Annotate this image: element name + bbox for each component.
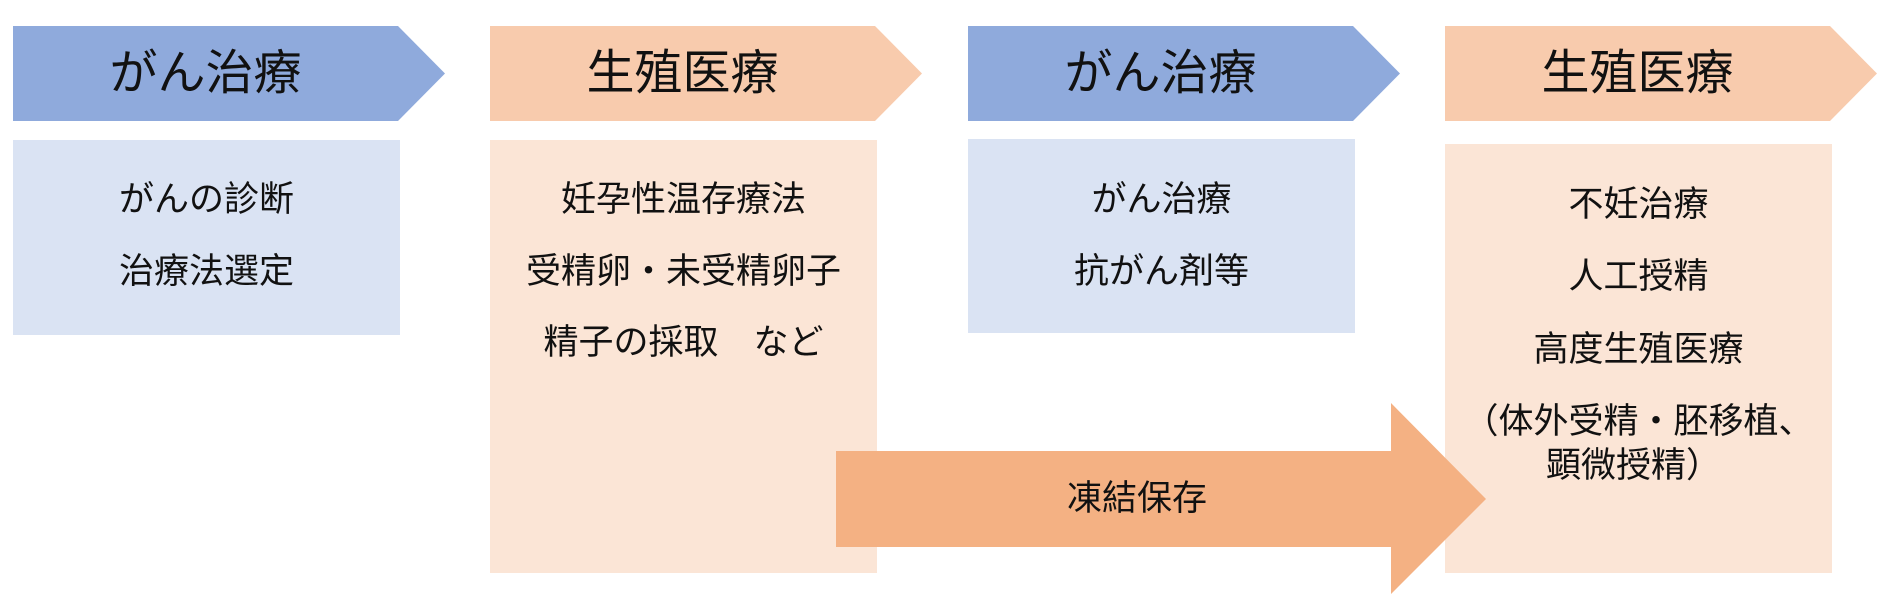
stage-3-box: がん治療 抗がん剤等	[968, 139, 1355, 333]
stage-2-item: 妊孕性温存療法	[560, 180, 806, 220]
stage-4-item: 顕微授精）	[1545, 446, 1721, 486]
stage-2-header-label: 生殖医療	[586, 45, 779, 101]
stage-1-item: 治療法選定	[118, 252, 294, 292]
stage-1-box: がんの診断 治療法選定	[13, 140, 400, 335]
stage-1-item: がんの診断	[118, 180, 294, 220]
chevron-shape	[968, 26, 1400, 121]
stage-3-header-label: がん治療	[1064, 45, 1257, 101]
stage-2-header-chevron: 生殖医療	[490, 26, 922, 121]
stage-1-header-chevron: がん治療	[13, 26, 445, 121]
stage-4-box: 不妊治療 人工授精 高度生殖医療 （体外受精・胚移植、 顕微授精）	[1445, 144, 1832, 573]
stage-2-item: 精子の採取 など	[543, 323, 824, 363]
stage-4-item: （体外受精・胚移植、	[1463, 402, 1814, 442]
stage-2-box: 妊孕性温存療法 受精卵・未受精卵子 精子の採取 など	[490, 140, 877, 573]
stage-4-header-chevron: 生殖医療	[1445, 26, 1877, 121]
chevron-shape	[1445, 26, 1877, 121]
freeze-preservation-arrow: 凍結保存	[836, 403, 1486, 594]
stage-3-item: 抗がん剤等	[1073, 252, 1249, 292]
chevron-shape	[13, 26, 445, 121]
stage-3-header-chevron: がん治療	[968, 26, 1400, 121]
stage-4-item: 高度生殖医療	[1533, 330, 1744, 370]
stage-4-item: 人工授精	[1568, 257, 1709, 297]
stage-1-header-label: がん治療	[109, 45, 302, 101]
stage-4-header-label: 生殖医療	[1541, 45, 1734, 101]
chevron-shape	[490, 26, 922, 121]
freeze-preservation-label: 凍結保存	[1066, 479, 1207, 519]
right-arrow-icon	[836, 403, 1486, 594]
stage-3-item: がん治療	[1091, 180, 1232, 220]
stage-2-item: 受精卵・未受精卵子	[525, 252, 841, 292]
stage-4-item: 不妊治療	[1568, 185, 1709, 225]
